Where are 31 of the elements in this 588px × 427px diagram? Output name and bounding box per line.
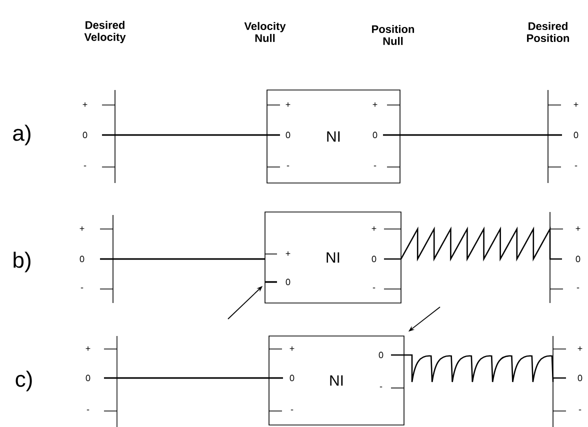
column-heading: Desired Velocity: [84, 20, 126, 44]
tick-label: 0: [80, 256, 84, 262]
tick-label: 0: [372, 132, 378, 138]
tick-label: +: [576, 226, 580, 231]
tick-label: 0: [86, 374, 90, 382]
tick-label: +: [86, 346, 90, 351]
row-label: c): [16, 370, 32, 392]
tick-label: +: [372, 102, 378, 107]
tick-label: +: [286, 251, 290, 256]
column-heading: Desired Position: [527, 22, 570, 42]
tick-label: 0: [574, 132, 578, 138]
tick-label: 0: [578, 374, 582, 382]
tick-label: 0: [82, 132, 88, 138]
tick-label: +: [80, 226, 84, 231]
tick-label: +: [574, 102, 578, 107]
row-label: b): [14, 252, 30, 272]
tick-label: +: [82, 102, 88, 107]
tick-label: +: [372, 226, 376, 231]
row-label: a): [13, 124, 30, 146]
tick-label: 0: [378, 352, 384, 358]
tick-label: -: [380, 386, 382, 388]
tick-label: +: [290, 346, 294, 351]
tick-label: +: [578, 346, 582, 351]
tick-label: +: [286, 102, 290, 107]
tick-label: 0: [372, 256, 376, 262]
column-heading: Position Null: [372, 24, 414, 46]
column-heading: Velocity Null: [244, 22, 286, 42]
tick-label: 0: [286, 278, 290, 286]
tick-label: 0: [286, 132, 290, 138]
tick-label: 0: [576, 256, 580, 262]
tick-label: 0: [290, 374, 294, 382]
